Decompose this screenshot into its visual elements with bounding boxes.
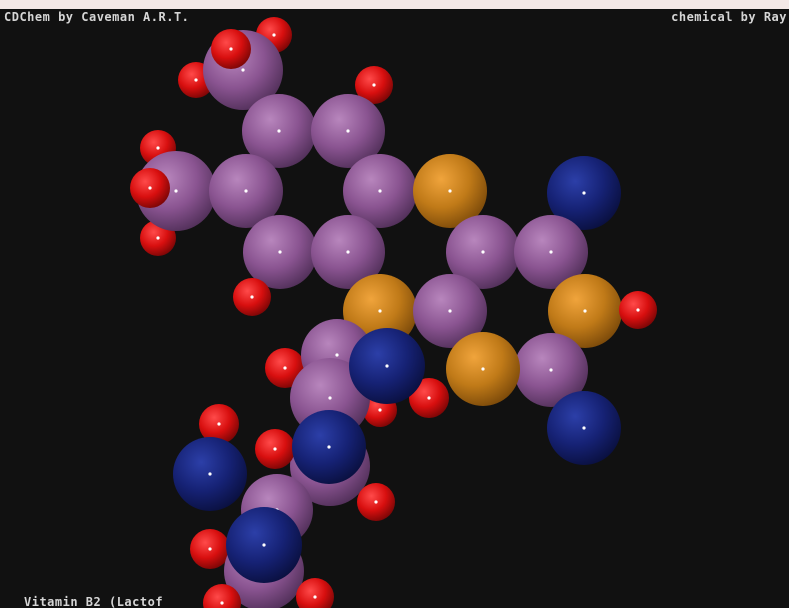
oxygen-atom — [355, 66, 393, 104]
atom-center-marker — [374, 500, 378, 504]
atom-center-marker — [174, 189, 178, 193]
oxygen-sphere — [203, 584, 241, 608]
atom-center-marker — [194, 78, 198, 82]
carbon-atom — [243, 215, 317, 289]
atom-center-marker — [328, 396, 332, 400]
carbon-atom — [413, 274, 487, 348]
atom-center-marker — [244, 189, 248, 193]
atom-center-marker — [335, 353, 339, 357]
atom-layer — [130, 17, 657, 608]
oxygen-sphere — [296, 578, 334, 608]
carbon-atom — [343, 154, 417, 228]
carbon-atom — [514, 333, 588, 407]
atom-center-marker — [582, 191, 586, 195]
atom-center-marker — [372, 83, 376, 87]
title-strip — [0, 0, 789, 9]
nitrogen-atom — [548, 274, 622, 348]
atom-center-marker — [481, 250, 485, 254]
oxygen-atom — [233, 278, 271, 316]
oxygen-atom — [199, 404, 239, 444]
atom-center-marker — [273, 447, 277, 451]
atom-center-marker — [346, 250, 350, 254]
atom-center-marker — [549, 368, 553, 372]
atom-center-marker — [313, 595, 317, 599]
phosphorus-atom — [292, 410, 366, 484]
atom-center-marker — [262, 543, 266, 547]
atom-center-marker — [378, 408, 382, 412]
atom-center-marker — [208, 472, 212, 476]
phosphorus-atom — [547, 391, 621, 465]
atom-center-marker — [385, 364, 389, 368]
oxygen-atom — [357, 483, 395, 521]
atom-center-marker — [272, 33, 276, 37]
atom-center-marker — [327, 445, 331, 449]
carbon-atom — [446, 215, 520, 289]
carbon-atom — [242, 94, 316, 168]
atom-center-marker — [549, 250, 553, 254]
atom-center-marker — [220, 601, 224, 605]
atom-center-marker — [217, 422, 221, 426]
oxygen-atom — [255, 429, 295, 469]
atom-center-marker — [448, 189, 452, 193]
atom-center-marker — [156, 236, 160, 240]
atom-center-marker — [582, 426, 586, 430]
phosphorus-atom — [173, 437, 247, 511]
atom-center-marker — [346, 129, 350, 133]
oxygen-atom — [203, 584, 241, 608]
atom-center-marker — [378, 309, 382, 313]
atom-center-marker — [636, 308, 640, 312]
atom-center-marker — [208, 547, 212, 551]
oxygen-atom — [190, 529, 230, 569]
phosphorus-atom — [226, 507, 302, 583]
carbon-atom — [209, 154, 283, 228]
atom-center-marker — [241, 68, 245, 72]
carbon-atom — [311, 94, 385, 168]
oxygen-atom — [130, 168, 170, 208]
oxygen-atom — [409, 378, 449, 418]
atom-center-marker — [278, 250, 282, 254]
chemical-credit: chemical by Ray — [671, 10, 787, 24]
molecule-caption: Vitamin B2 (Lactof — [24, 595, 164, 608]
oxygen-atom — [265, 348, 305, 388]
atom-center-marker — [427, 396, 431, 400]
carbon-atom — [514, 215, 588, 289]
atom-center-marker — [583, 309, 587, 313]
phosphorus-atom — [349, 328, 425, 404]
atom-center-marker — [229, 47, 233, 51]
atom-center-marker — [481, 367, 485, 371]
atom-center-marker — [448, 309, 452, 313]
atom-center-marker — [156, 146, 160, 150]
phosphorus-atom — [547, 156, 621, 230]
atom-center-marker — [283, 366, 287, 370]
nitrogen-atom — [413, 154, 487, 228]
oxygen-atom — [296, 578, 334, 608]
atom-center-marker — [148, 186, 152, 190]
oxygen-atom — [211, 29, 251, 69]
oxygen-atom — [619, 291, 657, 329]
carbon-atom — [311, 215, 385, 289]
atom-center-marker — [250, 295, 254, 299]
nitrogen-atom — [446, 332, 520, 406]
app-title: CDChem by Caveman A.R.T. — [4, 10, 190, 24]
atom-center-marker — [378, 189, 382, 193]
atom-center-marker — [277, 129, 281, 133]
